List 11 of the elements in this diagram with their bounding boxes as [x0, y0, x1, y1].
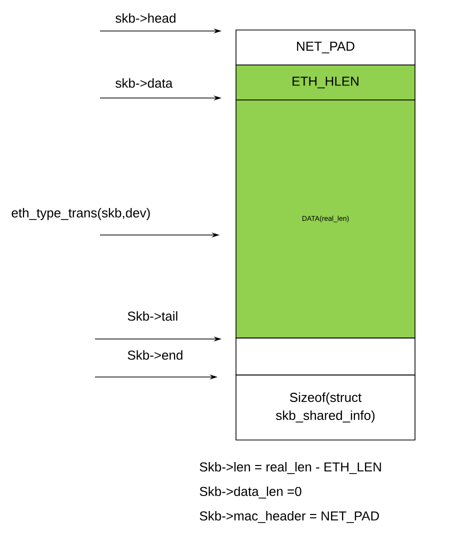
pointer-label: skb->head [116, 13, 176, 23]
pointer-label: Skb->end [128, 350, 182, 360]
pointer-label: Skb->tail [128, 311, 178, 321]
empty-region-box [236, 338, 416, 376]
pointer-label: eth_type_trans(skb,dev) [12, 208, 150, 220]
note-text: Skb->len = real_len - ETH_LEN [200, 462, 381, 474]
memory-region-box: Sizeof(struct skb_shared_info) [236, 374, 416, 440]
note-text: Skb->mac_header = NET_PAD [200, 511, 379, 523]
note-text: Skb->data_len =0 [200, 486, 302, 498]
pointer-label: skb->data [116, 78, 173, 88]
memory-region-box: ETH_HLEN [236, 64, 416, 100]
